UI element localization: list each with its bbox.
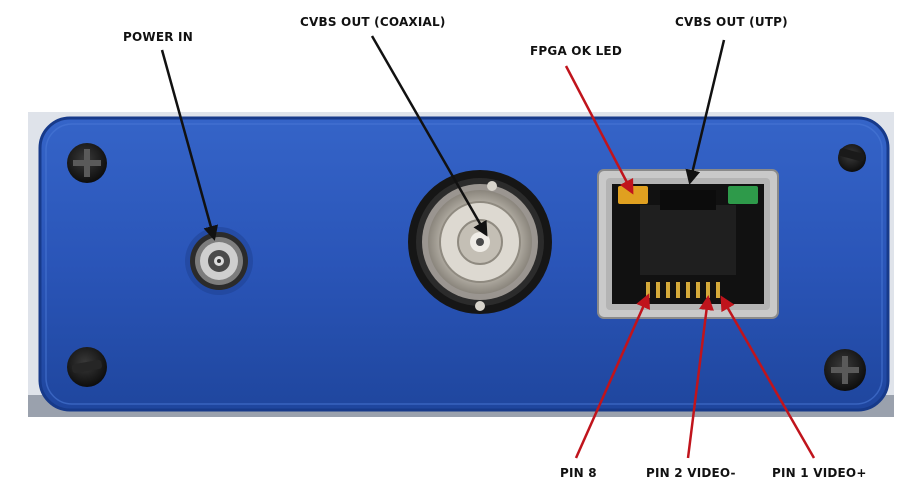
pin1-label: PIN 1 VIDEO+	[772, 466, 867, 480]
cvbs-coaxial-arrow	[370, 35, 488, 237]
fpga-led-label: FPGA OK LED	[530, 44, 622, 58]
pin8-arrow	[574, 293, 650, 459]
cvbs-coaxial-label: CVBS OUT (COAXIAL)	[300, 15, 446, 29]
rj45-pins	[646, 282, 720, 298]
screw-bottom-right	[824, 349, 866, 391]
cvbs-utp-arrow	[685, 39, 726, 185]
pin1-arrow	[720, 295, 816, 459]
bnc-connector	[408, 170, 552, 314]
screw-top-left	[67, 143, 107, 183]
power-jack	[185, 227, 253, 295]
power-in-label: POWER IN	[123, 30, 193, 44]
cvbs-utp-label: CVBS OUT (UTP)	[675, 15, 788, 29]
pin8-label: PIN 8	[560, 466, 597, 480]
pin2-label: PIN 2 VIDEO-	[646, 466, 736, 480]
fpga-led-arrow	[564, 65, 634, 195]
amber-led	[618, 186, 648, 204]
screw-bottom-left	[67, 347, 107, 387]
panel-bevel	[45, 123, 883, 405]
pin2-arrow	[686, 295, 714, 459]
rj45-port	[597, 169, 779, 319]
green-led	[728, 186, 758, 204]
screw-top-right	[838, 144, 866, 172]
power-in-arrow	[160, 49, 219, 241]
